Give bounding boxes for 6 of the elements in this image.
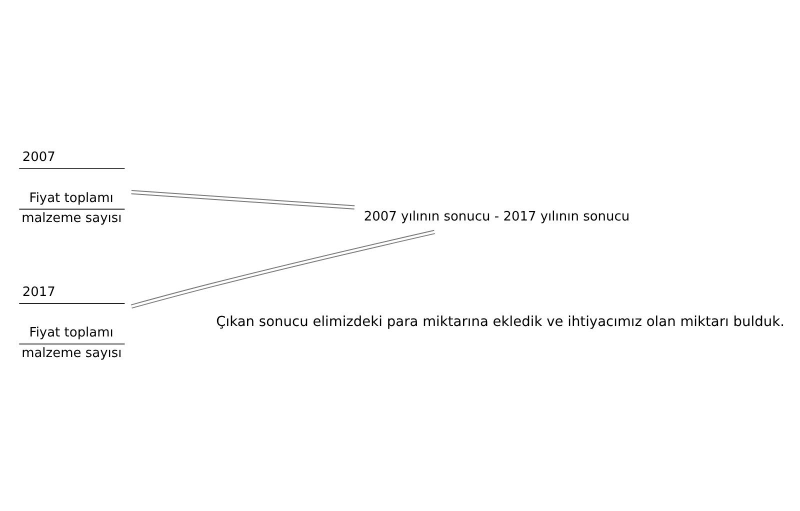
node-text: 2017 Fiyat toplamı malzeme sayısı (22, 284, 122, 361)
label: Çıkan sonucu elimizdeki para miktarına ekledik ve ihtiyacımız olan miktarı bulduk. (216, 314, 784, 330)
connector (130, 230, 436, 309)
connector (130, 190, 356, 210)
node-text: 2007 yılının sonucu - 2017 yılının sonucu (364, 209, 630, 224)
node-text: 2007 Fiyat toplamı malzeme sayısı (22, 150, 122, 226)
